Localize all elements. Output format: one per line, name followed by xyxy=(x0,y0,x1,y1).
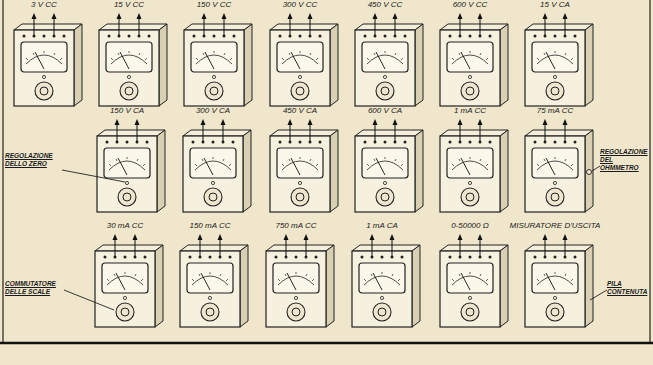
range-label: 300 V CA xyxy=(196,106,230,115)
meter-drawing xyxy=(352,234,420,327)
callout-label: PILA CONTENUTA xyxy=(607,280,647,296)
meter-drawing xyxy=(183,119,251,212)
meter-drawing xyxy=(184,13,252,106)
leader-line xyxy=(590,290,607,300)
range-label: 15 V CA xyxy=(540,0,570,9)
meter-drawing xyxy=(270,13,338,106)
range-label: 75 mA CC xyxy=(537,106,574,115)
meter-drawing xyxy=(180,234,248,327)
range-label: 450 V CA xyxy=(283,106,317,115)
range-label: 1 mA CA xyxy=(366,221,398,230)
range-label: 600 V CA xyxy=(368,106,402,115)
meter-drawing xyxy=(440,234,508,327)
meter-drawing xyxy=(266,234,334,327)
range-label: 150 V CA xyxy=(110,106,144,115)
range-label: 0-50000 Ω xyxy=(451,221,489,230)
meter-drawing xyxy=(355,13,423,106)
meter-drawing xyxy=(99,13,167,106)
range-label: 1 mA CC xyxy=(454,106,486,115)
frame-line xyxy=(0,342,653,345)
frame-line xyxy=(649,0,650,343)
range-label: 600 V CC xyxy=(453,0,488,9)
meter-drawing xyxy=(270,119,338,212)
meter-drawing xyxy=(14,13,82,106)
frame-line xyxy=(2,0,3,343)
range-label: 150 V CC xyxy=(197,0,232,9)
meter-drawing xyxy=(525,234,593,327)
callout-label: REGOLAZIONE DELLO ZERO xyxy=(5,152,62,168)
leader-line xyxy=(592,166,600,171)
adjust-knob xyxy=(587,170,592,175)
callout-label: COMMUTATORE DELLE SCALE xyxy=(5,280,63,296)
meter-drawing xyxy=(525,13,593,106)
range-label: 300 V CC xyxy=(283,0,318,9)
range-label: 450 V CC xyxy=(368,0,403,9)
meter-drawing xyxy=(355,119,423,212)
range-label: 750 mA CC xyxy=(275,221,316,230)
range-label: 150 mA CC xyxy=(189,221,230,230)
leader-line xyxy=(64,290,114,310)
range-label: 15 V CC xyxy=(114,0,144,9)
meter-drawing xyxy=(97,119,165,212)
meter-drawing xyxy=(440,119,508,212)
meter-drawing xyxy=(95,234,163,327)
meter-drawing xyxy=(440,13,508,106)
callout-label: REGOLAZIONE DEL OHMMETRO xyxy=(600,148,648,172)
leader-line xyxy=(62,170,125,182)
range-label: MISURATORE D'USCITA xyxy=(510,221,601,230)
range-label: 30 mA CC xyxy=(107,221,144,230)
range-label: 3 V CC xyxy=(31,0,57,9)
meter-drawing xyxy=(525,119,593,212)
